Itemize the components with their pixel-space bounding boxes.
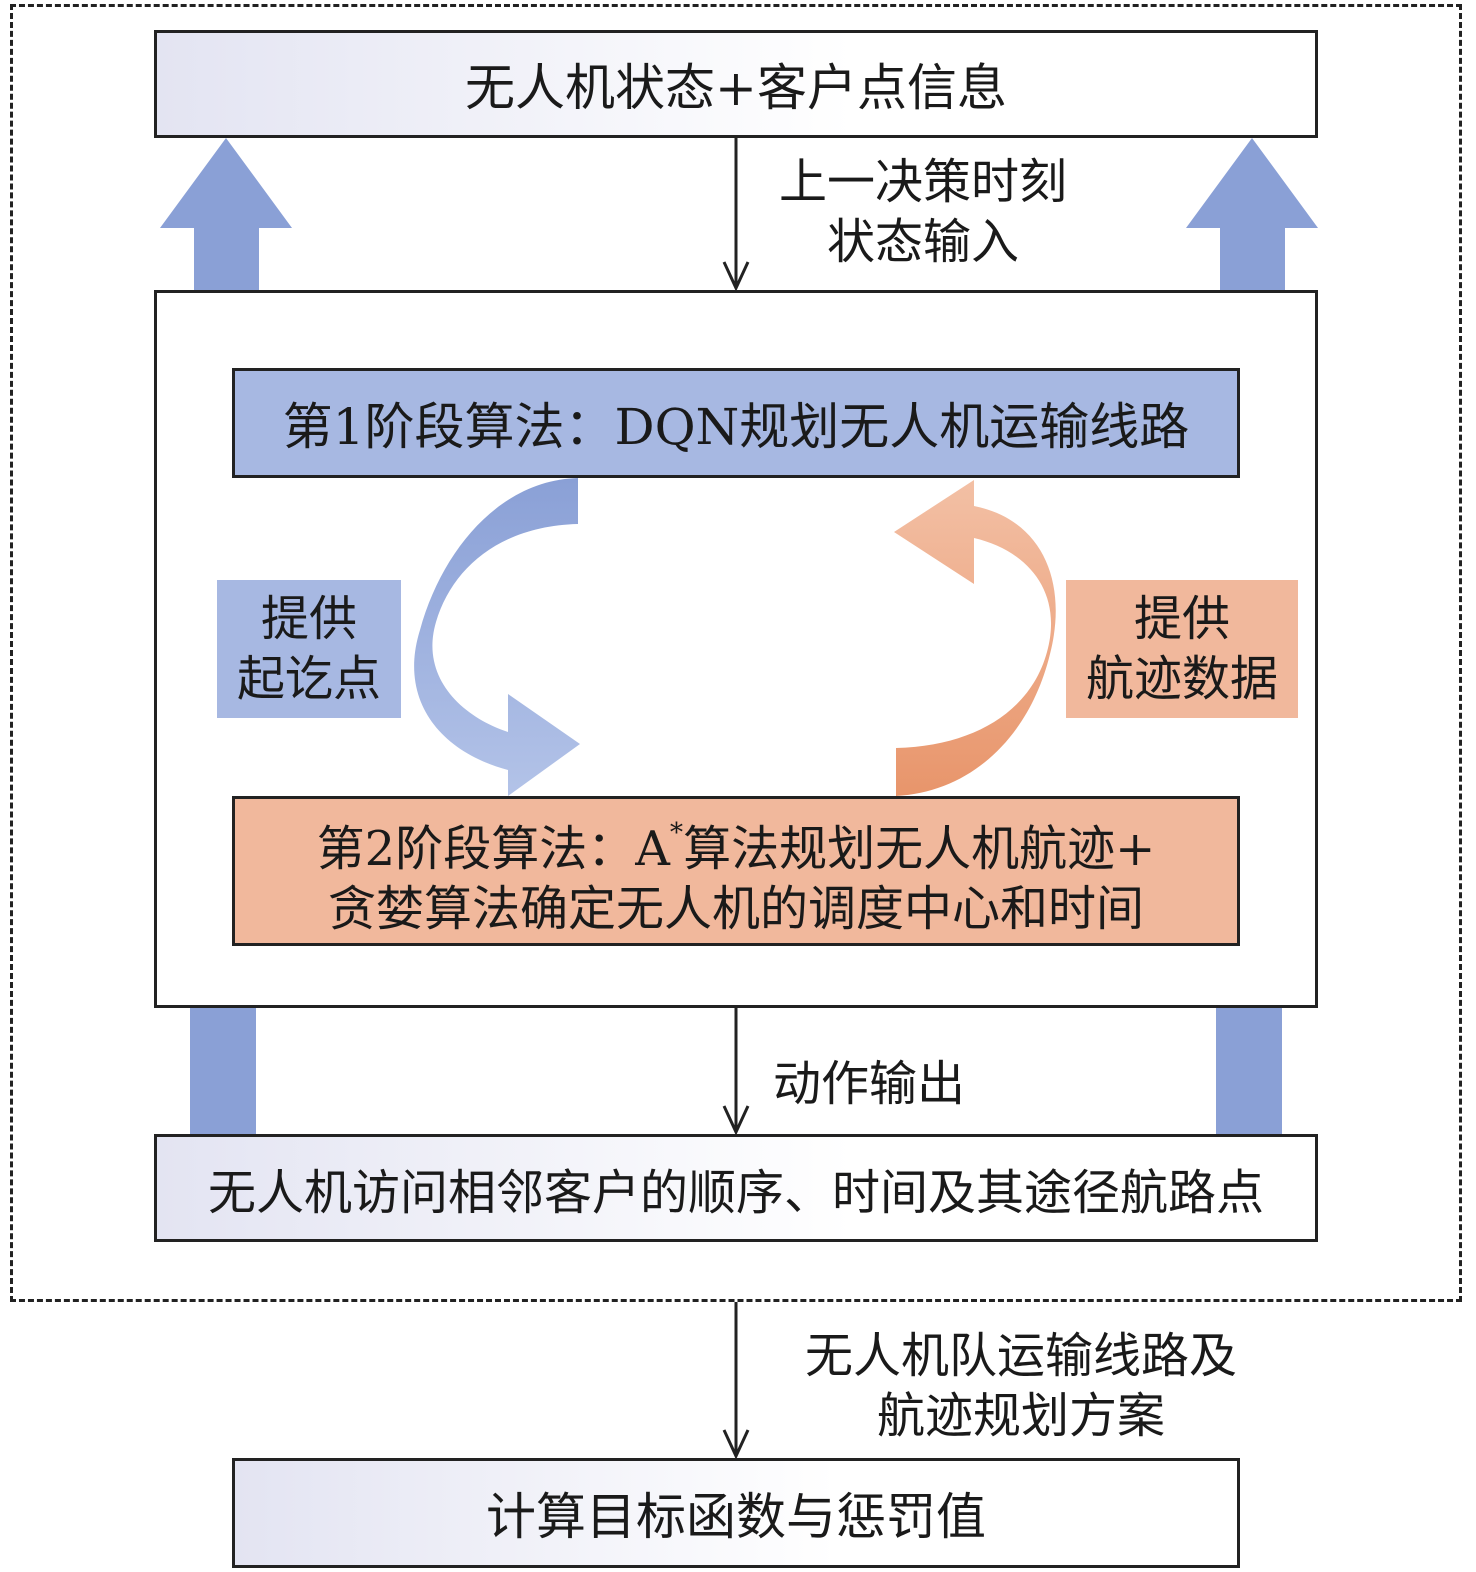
state-input-line1: 上一决策时刻 bbox=[778, 154, 1067, 210]
stage1-algorithm-box: 第1阶段算法：DQN规划无人机运输线路 bbox=[232, 368, 1240, 478]
plan-label: 无人机队运输线路及 航迹规划方案 bbox=[786, 1326, 1256, 1446]
plan-line2: 航迹规划方案 bbox=[876, 1388, 1165, 1444]
provide-od-points-label: 提供 起讫点 bbox=[217, 580, 401, 718]
objective-penalty-box: 计算目标函数与惩罚值 bbox=[232, 1458, 1240, 1568]
objective-penalty-text: 计算目标函数与惩罚值 bbox=[486, 1488, 986, 1546]
provide-od-line1: 提供 bbox=[260, 591, 357, 647]
state-input-connector bbox=[722, 138, 750, 292]
uav-state-customer-info-box: 无人机状态+客户点信息 bbox=[154, 30, 1318, 138]
stage1-algorithm-text: 第1阶段算法：DQN规划无人机运输线路 bbox=[282, 398, 1190, 456]
uav-state-customer-info-text: 无人机状态+客户点信息 bbox=[465, 59, 1007, 117]
uav-visit-order-box: 无人机访问相邻客户的顺序、时间及其途径航路点 bbox=[154, 1134, 1318, 1242]
right-feedback-arrow bbox=[1186, 138, 1318, 1134]
plan-line1: 无人机队运输线路及 bbox=[804, 1328, 1237, 1384]
provide-od-line2: 起讫点 bbox=[236, 651, 381, 707]
provide-track-line2: 航迹数据 bbox=[1085, 651, 1278, 707]
stage2-line1-sup: * bbox=[669, 817, 684, 849]
stage2-line2: 贪婪算法确定无人机的调度中心和时间 bbox=[327, 880, 1144, 937]
uav-visit-order-text: 无人机访问相邻客户的顺序、时间及其途径航路点 bbox=[207, 1165, 1264, 1221]
stage2-line1: 第2阶段算法：A*算法规划无人机航迹+ bbox=[317, 803, 1156, 879]
action-output-label: 动作输出 bbox=[772, 1056, 965, 1112]
stage2-line1-pre: 第2阶段算法：A bbox=[316, 820, 670, 877]
action-output-connector bbox=[722, 1008, 750, 1136]
provide-track-data-label: 提供 航迹数据 bbox=[1066, 580, 1298, 718]
left-feedback-arrow bbox=[160, 138, 292, 1134]
outer-dashed-frame bbox=[10, 4, 1462, 1302]
stage2-algorithm-box: 第2阶段算法：A*算法规划无人机航迹+ 贪婪算法确定无人机的调度中心和时间 bbox=[232, 796, 1240, 946]
state-input-label: 上一决策时刻 状态输入 bbox=[768, 152, 1078, 272]
stage2-line1-post: 算法规划无人机航迹+ bbox=[683, 820, 1156, 877]
plan-connector bbox=[722, 1302, 750, 1460]
provide-track-line1: 提供 bbox=[1133, 591, 1230, 647]
state-input-line2: 状态输入 bbox=[826, 214, 1019, 270]
